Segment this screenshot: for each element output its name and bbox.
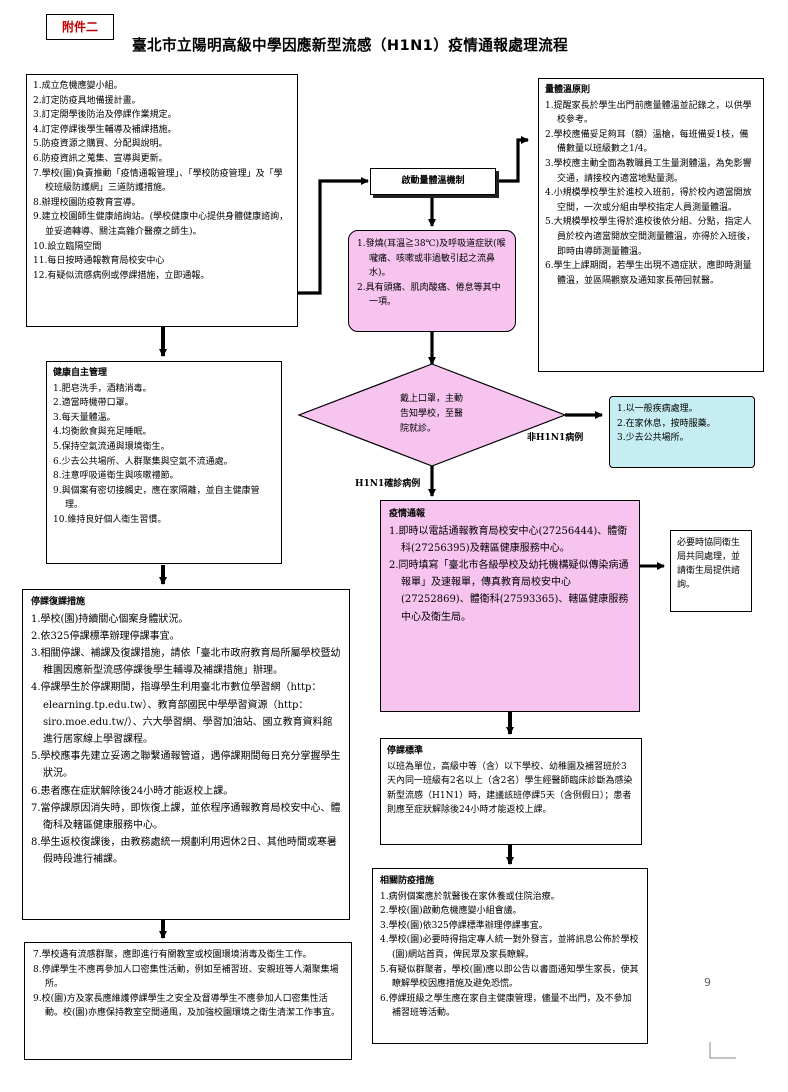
prep-item: 12.有疑似流感病例或停課措施，立即通報。 (33, 270, 210, 281)
prep-item: 6.防疫資訊之蒐集、宣導與更新。 (33, 153, 168, 164)
related-item: 3.學校(園)依325停課標準辦理停課事宜。 (380, 920, 548, 931)
prep-item: 11.每日按時通報教育局校安中心 (33, 256, 165, 267)
prep-item: 4.訂定停課後學生輔導及補課措施。 (33, 124, 177, 135)
criteria-text: 以班為單位，高級中等（含）以下學校、幼稚園及補習班於3天內同一班級有2名以上（含… (387, 761, 633, 816)
temp-item: 6.學生上課期間，若學生出現不適症狀，應即時測量體溫，並區隔觀察及通知家長帶回就… (545, 261, 752, 286)
prep-box: 1.成立危機應變小組。 2.訂定防疫具地備援計畫。 3.訂定開學後防治及停課作業… (26, 74, 298, 327)
notify-box-title: 疫情通報 (389, 509, 426, 519)
suspend-box: 停課復課措施 1.學校(園)持續關心個案身體狀況。 2.依325停課標準辦理停課… (22, 589, 350, 920)
related-box: 相關防疫措施 1.病例個案應於就醫後在家休養或住院治療。 2.學校(園)啟動危機… (372, 868, 648, 1044)
bottom-left-box: 7.學校遇有流感群聚，應即進行有關教室或校園環境消毒及衛生工作。 8.停課學生不… (24, 942, 352, 1060)
prep-item: 3.訂定開學後防治及停課作業規定。 (33, 110, 177, 121)
symptom-item: 1.發燒(耳溫≧38℃)及呼吸道症狀(喉嚨痛、咳嗽或非過敏引起之流鼻水)。 (357, 239, 506, 279)
page-number: 9 (704, 976, 711, 989)
decision-text: 戴上口罩，主動告知學校，至醫院就診。 (400, 394, 464, 434)
health-item: 1.肥皂洗手，酒精消毒。 (53, 383, 152, 394)
related-item: 4.學校(園)必要時得指定專人統一對外發言，並將訊息公佈於學校(園)網站首頁，俾… (380, 935, 639, 960)
suspend-box-title: 停課復課措施 (31, 597, 86, 607)
health-item: 10.維持良好個人衛生習慣。 (53, 514, 167, 525)
suspend-item: 2.依325停課標準辦理停課事宜。 (31, 630, 180, 642)
notify-item: 1.即時以電話通報教育局校安中心(27256444)、體衛科(27256395)… (389, 525, 628, 554)
prep-item: 9.建立校園師生健康諮詢站。(學校健康中心提供身體健康諮詢，並妥適轉導、關注高雜… (33, 212, 289, 237)
prep-item: 7.學校(園)負責推動「疫情通報管理」、「學校防疫管理」及「學校班級防護網」三道… (33, 168, 283, 194)
non-h1n1-item: 3.少去公共場所。 (617, 433, 689, 444)
start-temp-label: 啟動量體溫機制 (401, 176, 465, 186)
non-h1n1-item: 1.以一般疾病處理。 (617, 404, 698, 414)
health-item: 6.少去公共場所、人群聚集與空氣不流通處。 (53, 456, 233, 467)
suspend-item: 6.患者應在症狀解除後24小時才能返校上課。 (31, 785, 234, 797)
health-box: 健康自主管理 1.肥皂洗手，酒精消毒。 2.適當時機帶口罩。 3.每天量體溫。 … (46, 361, 282, 564)
bottom-left-item: 8.停課學生不應再參加人口密集性活動，例如至補習班、安親班等人潮聚集場所。 (33, 964, 339, 990)
suspend-item: 1.學校(園)持續關心個案身體狀況。 (31, 613, 189, 625)
bottom-left-item: 7.學校遇有流感群聚，應即進行有關教室或校園環境消毒及衛生工作。 (33, 950, 312, 960)
temp-item: 2.學校應備妥足夠耳（額）溫槍，每班備妥1枝，備備數量以班級數之1/4。 (545, 129, 749, 155)
side-note-box: 必要時協同衛生局共同處理，並請衛生局提供諮詢。 (670, 530, 752, 612)
prep-item: 8.辦理校園防疫教育宣導。 (33, 197, 141, 208)
health-item: 8.注意呼吸道衛生與咳嗽禮節。 (53, 471, 179, 482)
page-title: 臺北市立陽明高級中學因應新型流感（H1N1）疫情通報處理流程 (132, 37, 569, 54)
suspend-item: 8.學生返校復課後，由教務處統一規劃利用週休2日、其他時間或寒暑假時段進行補課。 (31, 837, 337, 866)
health-item: 2.適當時機帶口罩。 (53, 398, 134, 409)
non-h1n1-item: 2.在家休息，按時服藥。 (617, 418, 716, 429)
symptoms-box: 1.發燒(耳溫≧38℃)及呼吸道症狀(喉嚨痛、咳嗽或非過敏引起之流鼻水)。 2.… (348, 230, 516, 332)
criteria-box: 停課標準 以班為單位，高級中等（含）以下學校、幼稚園及補習班於3天內同一班級有2… (380, 738, 642, 845)
suspend-item: 5.學校應事先建立妥適之聯繫通報管道，遇停課期間每日充分掌握學生狀況。 (31, 751, 341, 780)
corner-mark (709, 1042, 736, 1059)
health-item: 9.與個案有密切接觸史，應在家隔離，並自主健康管理。 (53, 485, 260, 511)
related-item: 5.有疑似群聚者，學校(園)應以即公告以書面通知學生家長，使其瞭解學校因應措施及… (380, 964, 639, 990)
related-item: 6.停課班級之學生應在家自主健康管理，儘量不出門，及不參加補習班等活動。 (380, 993, 632, 1019)
temp-item: 3.學校應主動全面為教職員工生量測體溫，為免影響交通，請接校內適當地點量測。 (545, 158, 752, 184)
side-note-text: 必要時協同衛生局共同處理，並請衛生局提供諮詢。 (677, 538, 741, 590)
notify-box: 疫情通報 1.即時以電話通報教育局校安中心(27256444)、體衛科(2725… (380, 500, 640, 712)
related-box-title: 相關防疫措施 (380, 876, 435, 886)
arrow-start-to-temp (496, 136, 529, 183)
non-h1n1-box: 1.以一般疾病處理。 2.在家休息，按時服藥。 3.少去公共場所。 (609, 396, 755, 468)
temp-item: 4.小規模學校學生於進校入班前，得於校內適當開放空間，一次或分組由學校指定人員測… (545, 188, 752, 213)
prep-item: 2.訂定防疫具地備援計畫。 (33, 95, 141, 106)
related-item: 2.學校(園)啟動危機應變小組會議。 (380, 906, 522, 917)
related-item: 1.病例個案應於就醫後在家休養或住院治療。 (380, 891, 560, 902)
temp-item: 5.大規模學校學生得於進校後依分組、分點，指定人員於校內適當開放空間測量體溫，亦… (545, 217, 756, 257)
health-item: 3.每天量體溫。 (53, 412, 116, 423)
criteria-box-title: 停課標準 (387, 746, 424, 756)
prep-item: 1.成立危機應變小組。 (33, 81, 123, 91)
non-h1n1-label: 非H1N1病例 (527, 433, 584, 443)
temp-box-title: 量體溫原則 (545, 85, 591, 95)
h1n1-label: H1N1確診病例 (355, 479, 421, 489)
prep-item: 10.設立臨隔空間 (33, 241, 102, 252)
health-item: 5.保持空氣流通與環境衛生。 (53, 441, 170, 452)
suspend-item: 7.當停課原因消失時，即恢復上課，並依程序通報教育局校安中心、體衛科及轄區健康服… (31, 802, 341, 832)
health-box-title: 健康自主管理 (53, 368, 108, 378)
notify-item: 2.同時填寫「臺北市各級學校及幼托機構疑似傳染病通報單」及速報單，傳真教育局校安… (389, 560, 629, 623)
symptom-item: 2.具有頭痛、肌肉酸痛、倦怠等其中一項。 (357, 282, 501, 308)
temp-item: 1.提醒家長於學生出門前應量體溫並記錄之，以供學校參考。 (545, 100, 752, 126)
temp-box: 量體溫原則 1.提醒家長於學生出門前應量體溫並記錄之，以供學校參考。 2.學校應… (538, 78, 764, 372)
suspend-item: 4.停課學生於停課期間，指導學生利用臺北市數位學習網（http：elearnin… (31, 682, 333, 746)
arrow-prep-to-start (298, 177, 369, 295)
start-temp-box: 啟動量體溫機制 (370, 168, 496, 195)
prep-item: 5.防疫資源之購買、分配與說明。 (33, 139, 168, 150)
bottom-left-item: 9.校(園)方及家長應維護停課學生之安全及督導學生不應參加人口密集性活動。校(園… (33, 993, 341, 1019)
annex-tag: 附件二 (46, 14, 114, 40)
health-item: 4.均衡飲食與充足睡眠。 (53, 427, 152, 438)
decision-diamond (297, 363, 567, 467)
suspend-item: 3.相關停課、補課及復課措施，請依「臺北市政府教育局所屬學校暨幼稚園因應新型流感… (31, 648, 341, 677)
